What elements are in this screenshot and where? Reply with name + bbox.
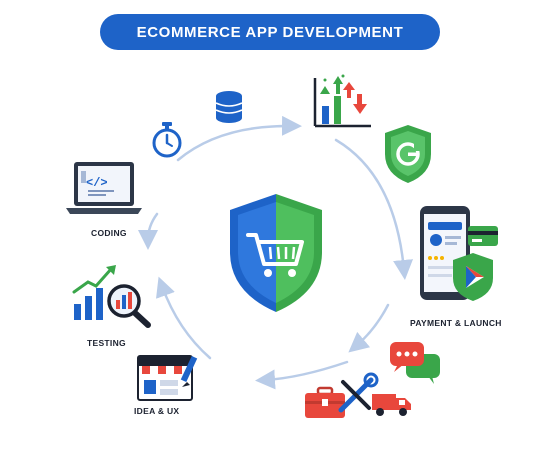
magnifier-icon [107, 284, 151, 328]
svg-text:</>: </> [86, 176, 108, 190]
pencil-icon [180, 355, 198, 387]
chat-bubbles-icon [390, 342, 440, 384]
stock-arrows-icon [313, 74, 371, 128]
testing-label: TESTING [87, 338, 126, 348]
laptop-code-icon: </> [66, 162, 142, 214]
page-title: ECOMMERCE APP DEVELOPMENT [100, 14, 440, 50]
delivery-truck-icon [372, 394, 411, 416]
cart-shield-icon [230, 194, 322, 312]
stopwatch-icon [152, 122, 182, 158]
coding-label: CODING [91, 228, 127, 238]
google-play-shield-icon [453, 253, 493, 301]
payment-launch-label: PAYMENT & LAUNCH [410, 318, 502, 328]
storefront-icon [137, 355, 193, 401]
database-icon [215, 91, 243, 123]
credit-card-icon [468, 226, 498, 246]
chart-growth-icon [72, 265, 116, 320]
toolbox-icon [305, 386, 345, 418]
g-shield-icon [385, 125, 431, 183]
title-text: ECOMMERCE APP DEVELOPMENT [136, 23, 404, 41]
idea-ux-label: IDEA & UX [134, 406, 180, 416]
wrench-icon [338, 372, 379, 413]
